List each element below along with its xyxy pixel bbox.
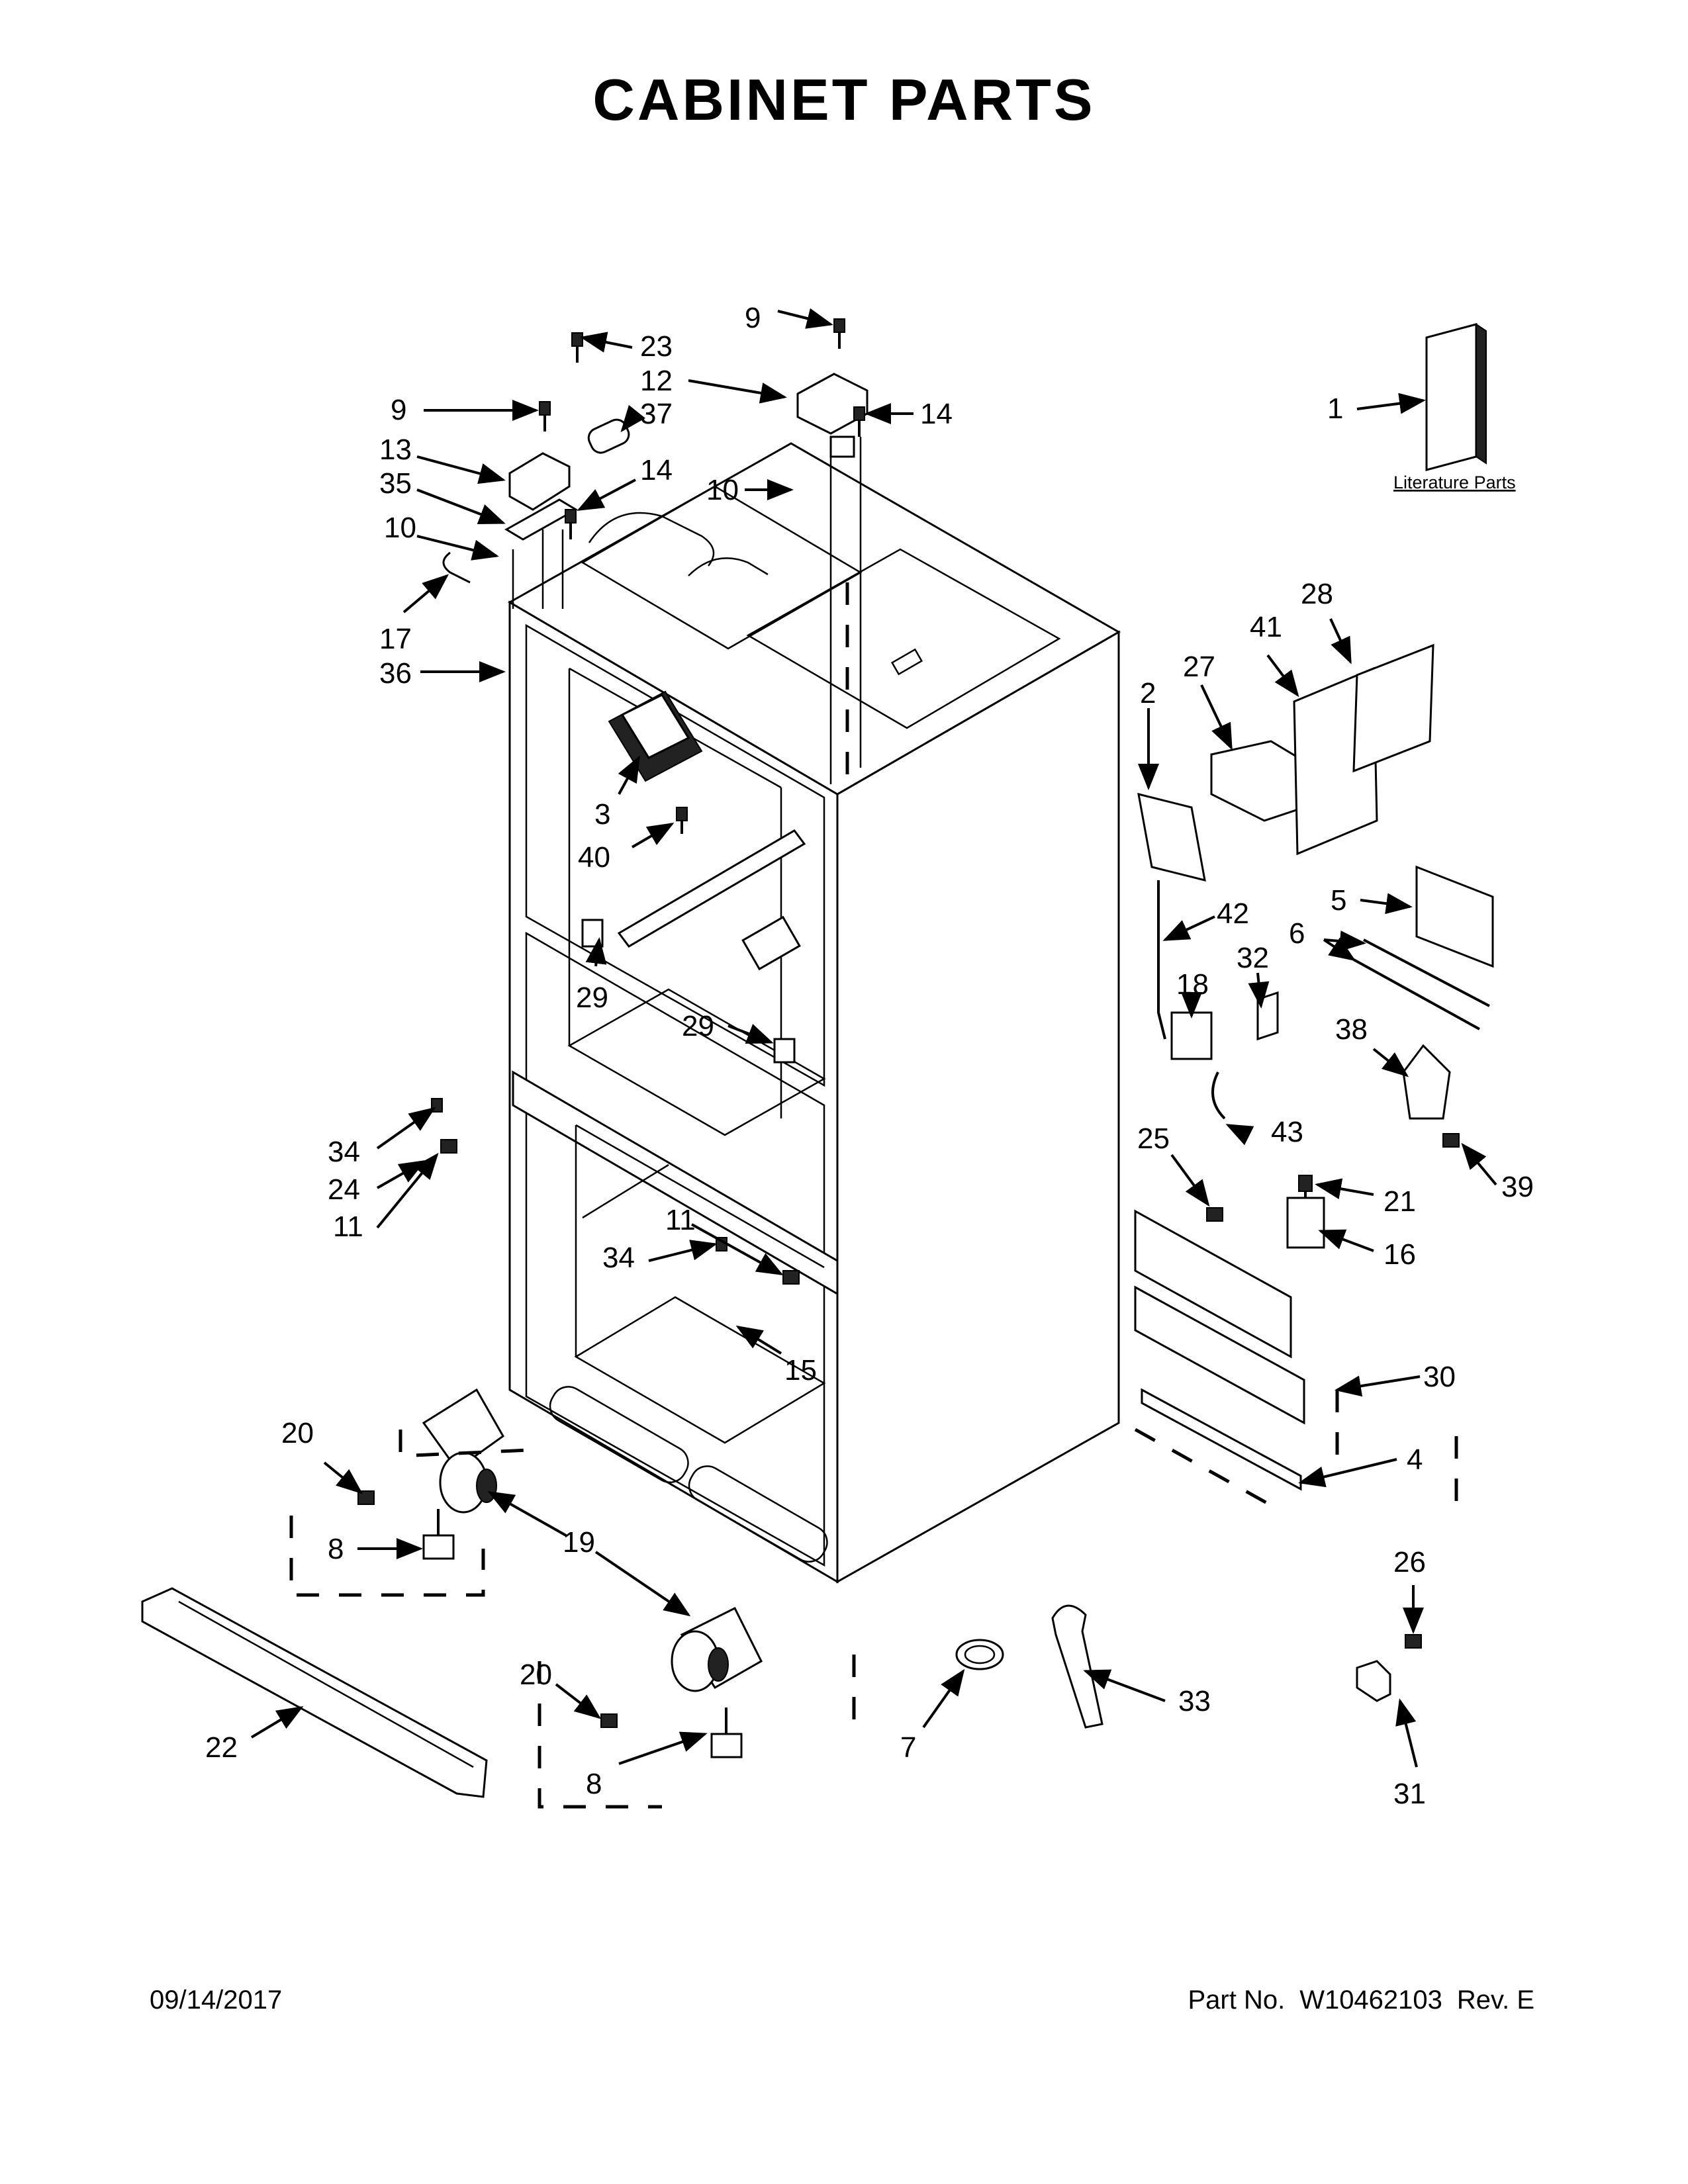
electronic-boards — [1137, 643, 1494, 1249]
callout-5: 5 — [1331, 884, 1346, 917]
callout-25: 25 — [1137, 1122, 1170, 1155]
callout-9: 9 — [391, 394, 406, 426]
revision: Rev. E — [1456, 1985, 1534, 2015]
callout-29: 29 — [682, 1010, 714, 1042]
callout-26: 26 — [1393, 1546, 1426, 1578]
part-number: W10462103 — [1299, 1985, 1442, 2015]
callout-20: 20 — [520, 1659, 552, 1691]
leader-lines — [250, 308, 1497, 1768]
callout-11: 11 — [665, 1204, 696, 1236]
footer-part-number: Part No. W10462103 Rev. E — [1173, 1985, 1534, 2015]
callout-34: 34 — [602, 1242, 635, 1274]
callout-35: 35 — [379, 467, 412, 500]
callout-16: 16 — [1383, 1238, 1416, 1271]
callout-8: 8 — [328, 1533, 344, 1565]
literature-parts-book — [1425, 323, 1487, 471]
left-top-hinge — [442, 418, 630, 609]
callout-40: 40 — [578, 841, 610, 874]
callout-39: 39 — [1501, 1171, 1534, 1203]
callout-10: 10 — [384, 512, 416, 544]
callout-4: 4 — [1407, 1443, 1423, 1476]
callout-43: 43 — [1271, 1116, 1303, 1148]
callout-14: 14 — [920, 398, 953, 430]
footer-date: 09/14/2017 — [150, 1985, 283, 2015]
callout-22: 22 — [205, 1731, 238, 1764]
callout-labels: 23 9 12 9 37 14 13 35 14 10 10 17 36 1 2… — [205, 302, 1534, 1810]
callout-10: 10 — [706, 474, 739, 506]
callout-29: 29 — [576, 981, 608, 1014]
toe-grille-panels — [1134, 1209, 1458, 1511]
callout-20: 20 — [281, 1417, 314, 1449]
callout-18: 18 — [1176, 968, 1209, 1001]
callout-21: 21 — [1383, 1185, 1416, 1218]
callout-14: 14 — [640, 454, 673, 486]
callout-19: 19 — [563, 1526, 595, 1559]
callout-3: 3 — [594, 798, 610, 831]
misc-small-parts — [955, 1604, 1391, 1729]
callout-15: 15 — [784, 1354, 817, 1387]
page-title: CABINET PARTS — [592, 67, 1096, 132]
callout-13: 13 — [379, 433, 412, 466]
callout-30: 30 — [1423, 1361, 1456, 1393]
front-roller-right — [671, 1606, 763, 1758]
callout-37: 37 — [640, 398, 673, 430]
part-prefix: Part No. — [1188, 1985, 1286, 2015]
callout-6: 6 — [1289, 917, 1305, 950]
callout-36: 36 — [379, 657, 412, 690]
callout-33: 33 — [1178, 1685, 1211, 1717]
callout-24: 24 — [328, 1173, 360, 1206]
callout-7: 7 — [900, 1731, 916, 1764]
callout-32: 32 — [1237, 942, 1269, 974]
callout-2: 2 — [1140, 677, 1156, 709]
callout-41: 41 — [1250, 611, 1282, 643]
callout-28: 28 — [1301, 578, 1333, 610]
callout-23: 23 — [640, 330, 673, 363]
front-roller-left — [422, 1388, 504, 1560]
base-grille — [141, 1587, 488, 1798]
callout-17: 17 — [379, 623, 412, 655]
callout-8: 8 — [586, 1768, 602, 1800]
literature-parts-label: Literature Parts — [1393, 473, 1516, 492]
callout-38: 38 — [1335, 1013, 1368, 1046]
callout-31: 31 — [1393, 1778, 1426, 1810]
roller-bracket-outlines — [289, 1430, 856, 1809]
callout-42: 42 — [1217, 897, 1249, 930]
callout-9: 9 — [745, 302, 761, 334]
right-top-hinge — [796, 373, 868, 794]
callout-12: 12 — [640, 365, 673, 397]
callout-27: 27 — [1183, 651, 1215, 683]
callout-11: 11 — [333, 1210, 363, 1243]
callout-1: 1 — [1327, 392, 1343, 425]
callout-34: 34 — [328, 1136, 360, 1168]
